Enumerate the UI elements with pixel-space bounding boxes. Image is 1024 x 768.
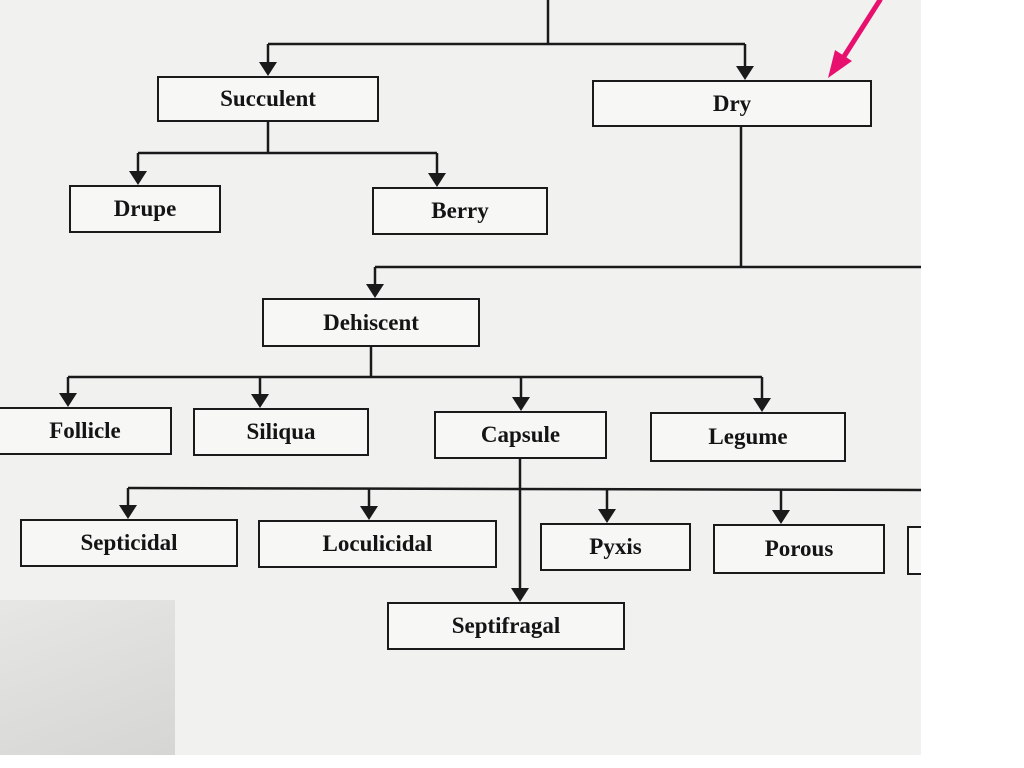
edge-succulent-drupe-arrowhead [129,171,147,185]
node-pyxis: Pyxis [540,523,691,571]
node-porous-label: Porous [764,536,834,561]
annotation-arrow-shaft [840,0,883,61]
node-loculicidal-label: Loculicidal [322,531,433,556]
node-drupe: Drupe [69,185,221,233]
edge-capsule-septifragal-arrowhead [511,588,529,602]
node-legume: Legume [650,412,846,462]
node-dehiscent: Dehiscent [262,298,480,347]
node-follicle-label: Follicle [49,418,121,443]
node-dry: Dry [592,80,872,127]
edge-capsule-porous-arrowhead [772,510,790,524]
node-dry-label: Dry [712,90,752,116]
node-dehiscent-label: Dehiscent [323,309,419,335]
node-truncated [907,526,921,575]
edge-dry-dehiscent-arrowhead [366,284,384,298]
node-succulent-label: Succulent [220,86,316,111]
scanned-page: Succulent Dry Drupe Berry Dehiscent Foll… [0,0,921,755]
node-siliqua: Siliqua [193,408,369,456]
capsule-bar [127,486,921,492]
node-loculicidal: Loculicidal [258,520,497,568]
edge-dehiscent-follicle-arrowhead [59,393,77,407]
node-legume-label: Legume [708,424,788,449]
node-septicidal: Septicidal [20,519,238,567]
edge-capsule-pyxis-arrowhead [598,509,616,523]
edge-root-dry-arrowhead [736,66,754,80]
edge-dehiscent-capsule-arrowhead [512,397,530,411]
edge-capsule-loculicidal-arrowhead [360,506,378,520]
node-berry-label: Berry [431,198,489,223]
node-septicidal-label: Septicidal [80,530,178,555]
node-drupe-label: Drupe [113,196,177,221]
edge-root-succulent-arrowhead [259,62,277,76]
edge-dehiscent-siliqua-arrowhead [251,394,269,408]
node-pyxis-label: Pyxis [589,534,642,559]
node-succulent: Succulent [157,76,379,122]
node-follicle: Follicle [0,407,172,455]
edge-dehiscent-legume-arrowhead [753,398,771,412]
connector-lines [59,0,921,602]
node-septifragal-label: Septifragal [451,613,561,638]
node-capsule-label: Capsule [480,422,561,447]
node-capsule: Capsule [434,411,607,459]
node-porous: Porous [713,524,885,574]
node-berry: Berry [372,187,548,235]
edge-succulent-berry-arrowhead [428,173,446,187]
node-siliqua-label: Siliqua [246,419,316,444]
edge-capsule-septicidal-arrowhead [119,505,137,519]
annotation-arrow-head [828,50,852,78]
node-septifragal: Septifragal [387,602,625,650]
